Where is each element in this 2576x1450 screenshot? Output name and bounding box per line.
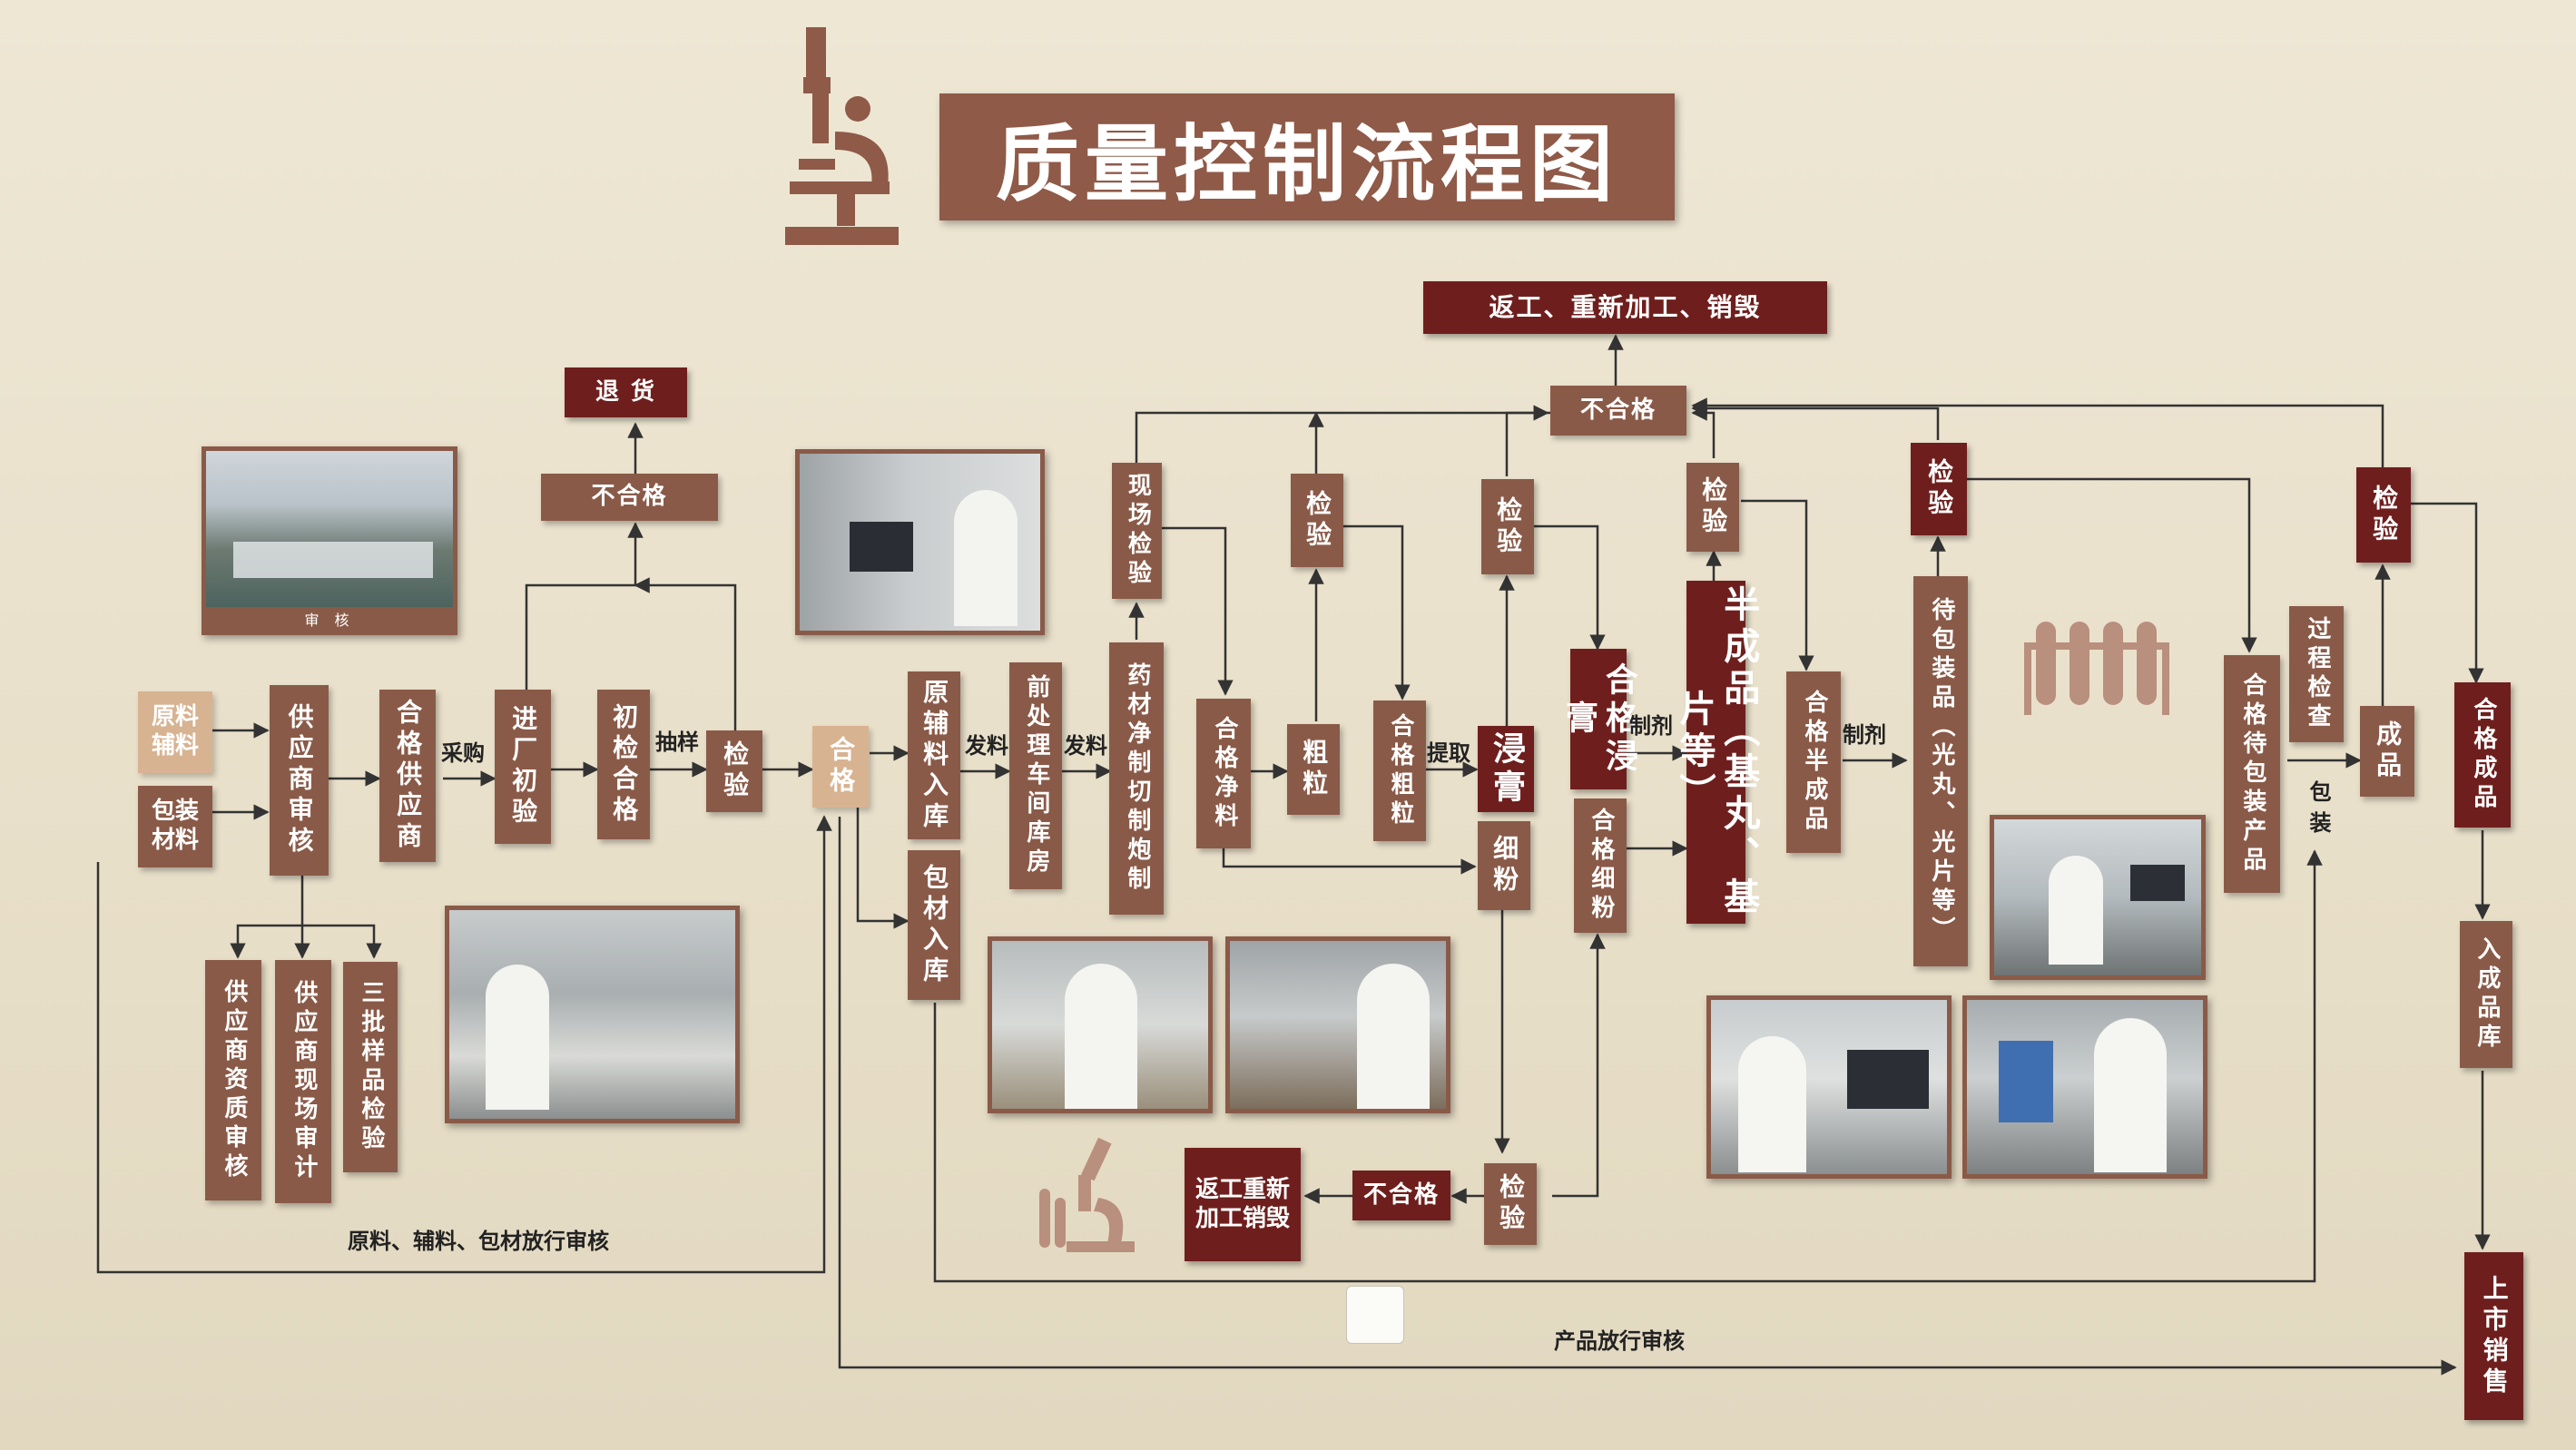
- rework-destroy-top-box: 返工、重新加工、销毁: [1423, 281, 1827, 334]
- rework-destroy-bottom-box: 返工重新加工销毁: [1185, 1148, 1301, 1261]
- herb-processing-box: 药材净制切制炮制: [1109, 642, 1164, 915]
- incoming-inspection-box: 进厂初验: [495, 690, 551, 844]
- weighing-photo: [1225, 936, 1450, 1113]
- label-formulate-2: 制剂: [1843, 722, 1886, 748]
- lab-overview-photo: 审 核: [202, 446, 457, 635]
- computer-work-photo: [795, 449, 1045, 635]
- unqualified-bottom-box: 不合格: [1352, 1171, 1450, 1220]
- inspect-2-box: 检验: [1291, 474, 1343, 567]
- supplier-qualification-box: 供应商资质审核: [205, 960, 261, 1200]
- qualified-semi-box: 合格半成品: [1786, 671, 1841, 853]
- flow-arrows: [96, 334, 2491, 1376]
- qualified-finished-box: 合格成品: [2454, 682, 2511, 828]
- qualified-fine-box: 合格细粉: [1574, 798, 1627, 933]
- extract-box: 浸膏: [1478, 726, 1534, 812]
- supplier-audit-box: 供应商审核: [270, 685, 329, 876]
- qualified-to-pack-box: 合格待包装产品: [2224, 655, 2280, 893]
- label-sampling: 抽样: [655, 730, 699, 755]
- inspect-1-box: 检验: [706, 730, 762, 812]
- unqualified-top-box: 不合格: [1550, 386, 1686, 436]
- lab-photo-caption: 审 核: [206, 607, 453, 631]
- process-check-box: 过程检查: [2289, 606, 2344, 742]
- test-tubes-icon: [2024, 622, 2169, 715]
- label-dispense-2: 发料: [1064, 733, 1107, 759]
- page-title: 质量控制流程图: [939, 93, 1675, 220]
- microscope-test-tube-icon: [1039, 1137, 1135, 1252]
- wall-socket: [1346, 1286, 1404, 1344]
- supplier-site-audit-box: 供应商现场审计: [275, 960, 331, 1203]
- qualified-clean-box: 合格净料: [1196, 699, 1251, 848]
- to-be-packed-box: 待包装品（光丸、光片等）: [1913, 576, 1968, 966]
- microscope-icon: [785, 27, 899, 245]
- semi-finished-box: 半成品（基丸、基片等）: [1674, 581, 1759, 924]
- label-formulate-1: 制剂: [1629, 713, 1673, 739]
- product-release-caption: 产品放行审核: [1554, 1328, 1685, 1354]
- three-batch-box: 三批样品检验: [343, 962, 398, 1172]
- inspect-bottom-box: 检验: [1484, 1163, 1537, 1245]
- inspect-4-box: 检验: [1686, 463, 1739, 552]
- qualified-supplier-box: 合格供应商: [379, 690, 436, 862]
- packaging-material-box: 包装材料: [138, 786, 212, 867]
- inspect-3-box: 检验: [1481, 479, 1534, 574]
- material-release-caption: 原料、辅料、包材放行审核: [348, 1229, 609, 1254]
- label-purchase: 采购: [441, 740, 485, 766]
- inspect-5-box: 检验: [1911, 443, 1967, 535]
- qualified-box: 合格: [812, 726, 869, 808]
- instrument-photo: [1962, 995, 2207, 1179]
- inspect-6-box: 检验: [2356, 467, 2411, 563]
- qualified-extract-box: 合格浸膏: [1560, 649, 1637, 789]
- material-handling-photo: [445, 906, 740, 1123]
- label-extraction: 提取: [1427, 740, 1470, 766]
- computer-analysis-photo: [1706, 995, 1952, 1179]
- pretreat-warehouse-box: 前处理车间库房: [1009, 662, 1062, 889]
- raw-aux-box: 原料辅料: [138, 691, 212, 773]
- label-dispense-1: 发料: [965, 733, 1008, 759]
- microscope-lab-photo: [1990, 815, 2206, 980]
- sample-inspection-photo: [988, 936, 1213, 1113]
- packaging-storage-box: 包材入库: [908, 850, 960, 1000]
- coarse-box: 粗粒: [1287, 724, 1340, 815]
- initial-qualified-box: 初检合格: [597, 690, 650, 839]
- raw-aux-storage-box: 原辅料入库: [908, 671, 960, 839]
- fine-powder-box: 细粉: [1478, 821, 1530, 910]
- market-sale-box: 上市销售: [2464, 1252, 2523, 1420]
- return-goods-box: 退 货: [565, 367, 687, 417]
- qualified-coarse-box: 合格粗粒: [1373, 701, 1426, 841]
- finished-storage-box: 入成品库: [2460, 921, 2512, 1068]
- finished-box: 成品: [2360, 706, 2414, 797]
- unqualified-left-box: 不合格: [541, 474, 718, 521]
- label-packing: 包装: [2306, 780, 2331, 842]
- onsite-inspection-box: 现场检验: [1112, 463, 1162, 599]
